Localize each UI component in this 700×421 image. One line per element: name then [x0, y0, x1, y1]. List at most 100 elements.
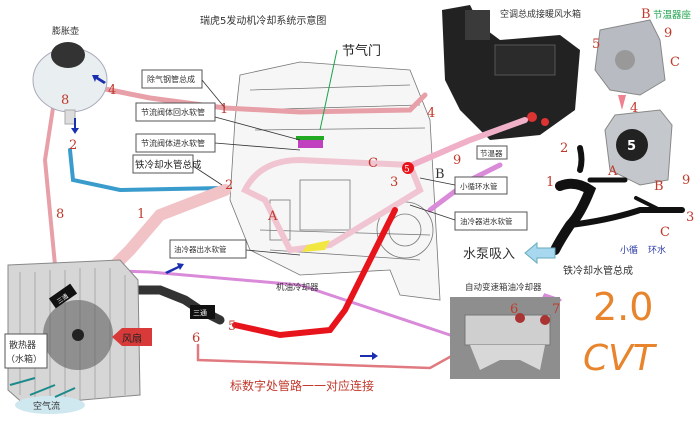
airflow-arrows-icon: [9, 377, 76, 398]
fan-label: 风扇: [122, 332, 142, 345]
tee-label-2: 三通: [193, 308, 207, 317]
marker: C: [660, 225, 670, 240]
flow-arrow-icon: [360, 352, 378, 360]
marker: 1: [546, 175, 554, 190]
throttle-inlet-hose-label: 节流阀体进水软管: [141, 138, 205, 148]
engine-block: [229, 61, 441, 301]
connection-note: 标数字处管路一一对应连接: [230, 378, 374, 393]
handwriting-transmission: CVT: [583, 338, 658, 379]
flow-arrow-icon: [71, 118, 79, 134]
leader-line: [201, 79, 226, 109]
pipe-5-red: [232, 207, 398, 339]
radiator-label-2: （水箱）: [6, 353, 42, 365]
cvt-cooler-label: 自动变速箱油冷却器: [465, 282, 542, 293]
leader-line: [245, 249, 301, 256]
pump-suction-label: 水泵吸入: [463, 247, 515, 262]
label-box: [4, 333, 48, 369]
thermostat-label: 节温器: [480, 149, 503, 158]
thermostat-number: 5: [627, 139, 636, 154]
small-loop-water-label-1: 小循: [620, 244, 638, 256]
marker: 5: [404, 165, 410, 175]
tee-fitting: [190, 305, 215, 319]
leader-line: [214, 116, 301, 141]
marker: 4: [630, 101, 638, 116]
pipe-8-tank-return: [42, 93, 57, 267]
iron-pipe-left-label: 铁冷却水管总成: [135, 159, 202, 171]
thermostat-seat-label: 节温器座: [653, 9, 692, 21]
leader-line: [419, 177, 456, 186]
oil-cooler-out-hose-label: 油冷器出水软管: [174, 244, 227, 254]
throttle-body-green: [296, 136, 324, 140]
label-box: [476, 145, 508, 160]
marker: B: [654, 179, 664, 194]
throttle-label: 节气门: [342, 43, 381, 59]
thermostat-housing-bottom: 5: [604, 109, 673, 186]
marker: 5: [592, 37, 600, 52]
pipe-2-blue: [68, 148, 224, 193]
pipe-markers: 8 4 2 1 2 A C 3 5 B 9 4 8 1 5 6 6 7 B 9 …: [56, 7, 694, 346]
handwriting-engine: 2.0: [593, 285, 653, 329]
marker: 8: [61, 93, 69, 108]
leader-line: [192, 165, 223, 186]
oil-cooler-marker: [302, 240, 330, 252]
throttle-body-fitting: [298, 140, 323, 148]
marker: 9: [453, 153, 461, 168]
tee-fitting: [48, 283, 78, 309]
pipe-to-ac: [409, 117, 528, 168]
thermostat-marker: [402, 162, 414, 174]
label-box: [454, 211, 528, 231]
marker: 9: [682, 173, 690, 188]
marker: 5: [228, 319, 236, 334]
throttle-leader: [319, 49, 338, 131]
iron-pipe-right-label: 铁冷却水管总成: [563, 264, 633, 277]
marker: 7: [552, 302, 560, 317]
marker: 2: [69, 138, 77, 153]
diagram-title: 瑞虎5发动机冷却系统示意图: [200, 14, 326, 27]
pipe-4-degas: [97, 85, 428, 115]
oil-cooler-in-hose-label: 油冷器进水软管: [460, 216, 513, 226]
thermostat-housing-top: [594, 19, 666, 110]
iron-pipe-photo: [550, 145, 685, 255]
small-loop-water-label-2: 环水: [648, 244, 666, 256]
flow-arrows: [71, 75, 378, 360]
label-box: [135, 102, 216, 122]
marker: 2: [225, 178, 233, 193]
airflow-cloud: [15, 396, 85, 414]
expansion-tank: [32, 42, 108, 125]
marker: B: [641, 7, 651, 22]
cvt-oil-cooler-photo: [450, 297, 560, 379]
throttle-return-hose-label: 节流阀体回水软管: [141, 107, 205, 117]
marker: 1: [220, 102, 228, 117]
ac-heater-label: 空调总成接暖风水箱: [500, 8, 581, 20]
marker: A: [267, 209, 278, 224]
marker: 6: [192, 331, 200, 346]
marker: 9: [664, 26, 672, 41]
expansion-tank-label: 膨胀壶: [52, 25, 79, 37]
leader-line: [214, 142, 301, 151]
marker: 2: [560, 141, 568, 156]
marker: C: [368, 156, 378, 171]
degas-pipe-label: 除气钢管总成: [147, 74, 195, 84]
label-box: [141, 69, 203, 89]
leader-line: [409, 204, 456, 221]
marker: 4: [427, 106, 435, 121]
small-loop-pipe-label: 小循环水管: [460, 181, 498, 191]
fan-arrow-icon: [112, 328, 152, 346]
label-box: [132, 154, 194, 174]
marker: C: [670, 55, 680, 70]
marker: 3: [390, 175, 398, 190]
airflow-label: 空气流: [33, 400, 60, 412]
oil-cooler-label: 机油冷却器: [276, 282, 319, 293]
flow-arrow-icon: [165, 263, 184, 274]
flow-arrow-icon: [92, 75, 106, 84]
label-box: [454, 176, 508, 195]
marker: 8: [56, 207, 64, 222]
pump-suction-arrow-icon: [524, 241, 556, 265]
marker: 1: [137, 207, 145, 222]
marker: 3: [686, 210, 694, 225]
marker: A: [607, 164, 618, 179]
marker: B: [435, 167, 445, 182]
ac-heater-unit: [442, 5, 580, 140]
radiator-label-1: 散热器: [9, 339, 36, 351]
